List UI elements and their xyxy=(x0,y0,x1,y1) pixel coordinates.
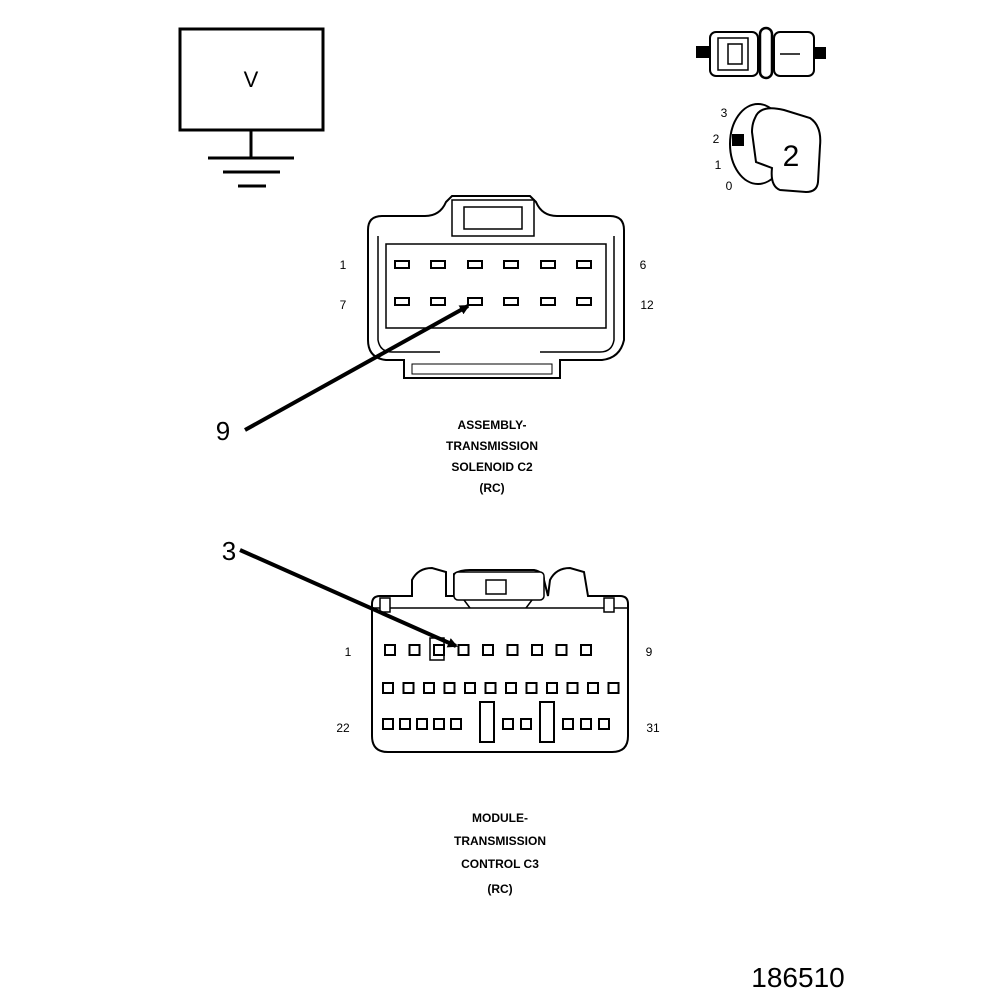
c3-pin-cavity-7 xyxy=(531,644,543,656)
c3-pin-cavity-10 xyxy=(382,682,394,694)
figure-id: 186510 xyxy=(751,962,844,993)
connector-c2-housing xyxy=(367,195,625,379)
c3-pin-cavity-16 xyxy=(505,682,517,694)
c2-pin-cavity-1 xyxy=(394,260,410,269)
test-lead-adapter-icon xyxy=(696,26,826,80)
c2-pin-label-7: 7 xyxy=(340,298,347,312)
c3-pin-cavity-20 xyxy=(587,682,599,694)
connector-c2: 1 6 7 12 9 ASSEMBLY- TRANSMISSION SOLENO… xyxy=(216,195,654,495)
c3-pin-cavity-30 xyxy=(580,718,592,730)
c2-pin-cavity-2 xyxy=(430,260,446,269)
c3-callout-number: 3 xyxy=(222,536,236,566)
c3-pin-label-31: 31 xyxy=(646,721,660,735)
voltmeter-box xyxy=(178,27,325,132)
c3-pin-cavity-31 xyxy=(598,718,610,730)
c2-pin-label-1: 1 xyxy=(340,258,347,272)
c2-pin-cavity-5 xyxy=(540,260,556,269)
c2-pin-cavity-12 xyxy=(576,297,592,306)
c2-pin-cavity-10 xyxy=(503,297,519,306)
c3-pin-cavity-5 xyxy=(482,644,494,656)
c3-pin-cavity-11 xyxy=(402,682,415,694)
c2-pin-cavity-3 xyxy=(467,260,483,269)
connector-c3: 1 9 22 31 3 MODULE- TRANSMISSION CONTROL… xyxy=(222,536,660,896)
c3-pin-cavity-2 xyxy=(408,644,421,656)
range-label-0: 0 xyxy=(726,179,733,193)
c3-pin-cavity-1 xyxy=(384,644,396,656)
range-label-1: 1 xyxy=(715,158,722,172)
c3-pin-cavity-28 xyxy=(520,718,532,730)
c2-caption: ASSEMBLY- TRANSMISSION SOLENOID C2 (RC) xyxy=(446,418,538,495)
c3-caption: MODULE- TRANSMISSION CONTROL C3 (RC) xyxy=(454,811,546,896)
c2-pin-label-6: 6 xyxy=(640,258,647,272)
c2-callout-arrow xyxy=(244,304,470,432)
ground-icon xyxy=(208,156,294,188)
range-label-2: 2 xyxy=(713,132,720,146)
range-label-3: 3 xyxy=(721,106,728,120)
c3-caption-line-3: CONTROL C3 xyxy=(461,857,539,871)
c2-pin-cavity-9 xyxy=(467,297,483,306)
c2-pin-cavity-7 xyxy=(394,297,410,306)
c3-pin-cavity-26 xyxy=(450,718,462,730)
c3-pin-cavity-29 xyxy=(562,718,574,730)
c3-pin-cavity-8 xyxy=(555,644,568,656)
voltmeter-symbol: V xyxy=(244,67,259,92)
c2-caption-line-1: ASSEMBLY- xyxy=(458,418,527,432)
c3-pin-cavity-22 xyxy=(382,718,394,730)
c2-pin-cavity-6 xyxy=(576,260,592,269)
c3-caption-line-4: (RC) xyxy=(487,882,512,896)
c3-pin-cavity-24 xyxy=(416,718,428,730)
c3-pin-cavity-4 xyxy=(457,644,470,656)
range-selector-knob-icon: 3 2 1 0 2 xyxy=(713,103,822,194)
connector-c3-pins xyxy=(382,644,620,730)
c3-pin-cavity-14 xyxy=(464,682,476,694)
c3-pin-label-22: 22 xyxy=(336,721,350,735)
c2-pin-cavity-11 xyxy=(540,297,556,306)
c3-pin-cavity-9 xyxy=(580,644,592,656)
c2-caption-line-3: SOLENOID C2 xyxy=(451,460,533,474)
connector-c3-housing xyxy=(371,566,629,753)
c2-pin-label-12: 12 xyxy=(640,298,654,312)
c3-pin-cavity-23 xyxy=(399,718,411,730)
c3-caption-line-2: TRANSMISSION xyxy=(454,834,546,848)
c3-pin-cavity-27 xyxy=(502,718,514,730)
range-selected-value: 2 xyxy=(783,140,800,173)
c3-pin-label-1: 1 xyxy=(345,645,352,659)
c3-pin-cavity-15 xyxy=(484,682,497,694)
c3-callout-arrow xyxy=(239,548,458,648)
c3-pin-cavity-12 xyxy=(423,682,435,694)
c3-pin-cavity-25 xyxy=(433,718,445,730)
c3-pin-cavity-19 xyxy=(566,682,579,694)
c3-pin-cavity-6 xyxy=(506,644,519,656)
c2-pin-cavity-8 xyxy=(430,297,446,306)
c3-pin-cavity-18 xyxy=(546,682,558,694)
c3-pin-cavity-13 xyxy=(443,682,456,694)
c3-pin-label-9: 9 xyxy=(646,645,653,659)
c2-caption-line-2: TRANSMISSION xyxy=(446,439,538,453)
c3-pin-cavity-3 xyxy=(433,644,445,656)
c2-pin-cavity-4 xyxy=(503,260,519,269)
c2-callout-number: 9 xyxy=(216,416,230,446)
voltmeter: V xyxy=(178,27,325,188)
c3-pin-cavity-17 xyxy=(525,682,538,694)
c2-caption-line-4: (RC) xyxy=(479,481,504,495)
c3-caption-line-1: MODULE- xyxy=(472,811,528,825)
c3-pin-cavity-21 xyxy=(607,682,620,694)
connector-c2-pins xyxy=(394,260,592,306)
